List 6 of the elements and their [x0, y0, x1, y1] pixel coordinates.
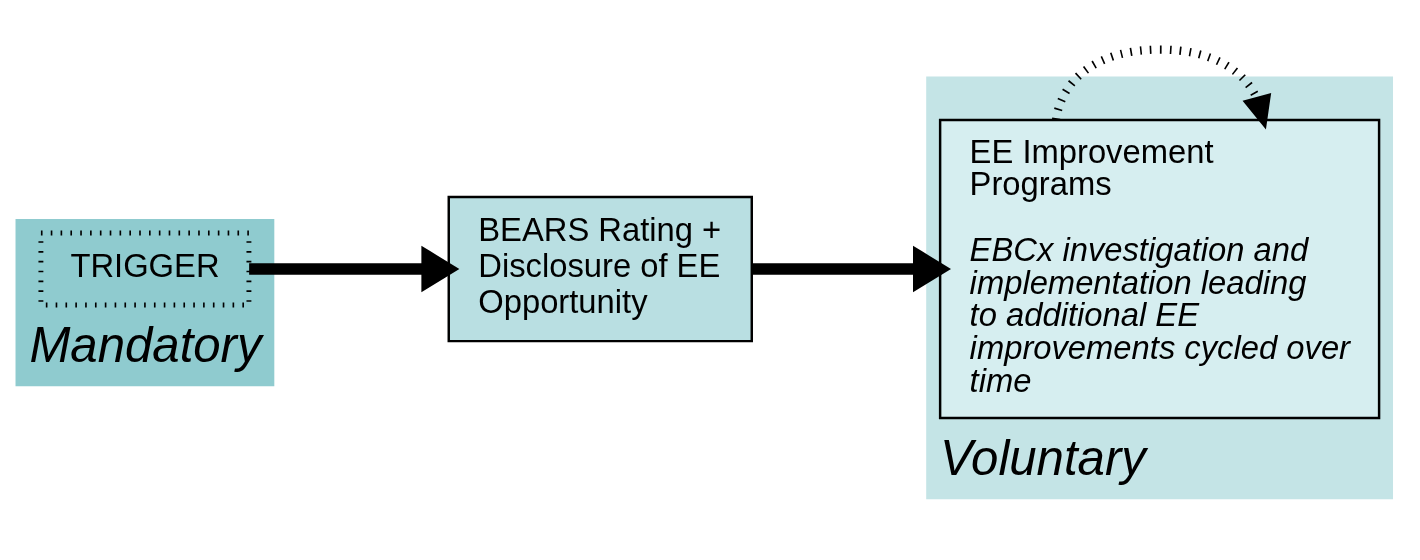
node-box: BEARS Rating + Disclosure of EE Opportunity [447, 195, 753, 342]
node-box: TRIGGER [38, 230, 252, 308]
node-box: EE Improvement Programs EBCx investigation and implementation leading to additional EE improvements cycled over time [938, 118, 1381, 419]
arrow [752, 245, 951, 292]
arrow [1052, 44, 1272, 130]
arrow [249, 245, 460, 292]
